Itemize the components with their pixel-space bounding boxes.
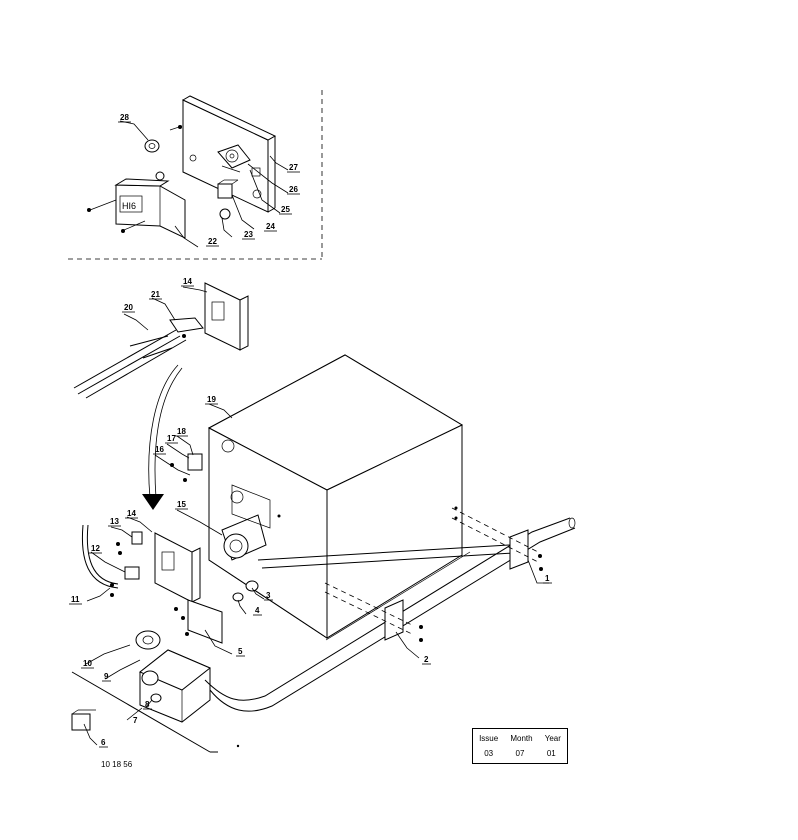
thermostat (187, 453, 203, 471)
callout-28: 28 (120, 113, 129, 122)
relay-block (217, 179, 239, 199)
thermocouple (81, 524, 119, 589)
sensor-clip (131, 531, 143, 545)
callout-14-upper: 14 (183, 277, 192, 286)
callout-13: 13 (110, 517, 119, 526)
issue-table-header: Issue Month Year (473, 734, 567, 743)
inset-small-parts (89, 125, 231, 231)
callout-9: 9 (104, 672, 109, 681)
mounting-bracket-1 (509, 529, 529, 570)
door-plate (231, 484, 271, 529)
month-value: 07 (515, 749, 525, 758)
gas-line (204, 517, 576, 712)
callout-26: 26 (289, 185, 298, 194)
burner-assembly (221, 514, 267, 561)
callout-22: 22 (208, 237, 217, 246)
callout-8: 8 (145, 700, 150, 709)
timer-module (217, 144, 251, 173)
callout-24: 24 (266, 222, 275, 231)
bracket-clip (124, 566, 140, 580)
callout-17: 17 (167, 434, 176, 443)
access-panel (187, 599, 223, 644)
knob (144, 139, 160, 153)
electrode-assembly (73, 317, 204, 399)
callout-27: 27 (289, 163, 298, 172)
callout-23: 23 (244, 230, 253, 239)
burner-bracket-lower (154, 532, 201, 603)
callout-6: 6 (101, 738, 106, 747)
issue-table: Issue Month Year 03 07 01 (472, 728, 568, 764)
callout-14-lower: 14 (127, 509, 136, 518)
screws (87, 125, 543, 748)
callout-10: 10 (83, 659, 92, 668)
callout-2: 2 (424, 655, 429, 664)
callout-15: 15 (177, 500, 186, 509)
year-value: 01 (546, 749, 556, 758)
mounting-bracket-2 (384, 599, 404, 641)
leader-lines (83, 120, 549, 746)
svg-text:HI6: HI6 (122, 201, 136, 211)
callout-18: 18 (177, 427, 186, 436)
assembly-arrow (142, 364, 183, 510)
callout-21: 21 (151, 290, 160, 299)
issue-value: 03 (484, 749, 494, 758)
issue-header: Issue (479, 734, 499, 743)
month-header: Month (510, 734, 533, 743)
callout-labels: 1 2 3 4 5 6 7 8 9 10 11 12 13 14 14 15 1… (71, 113, 550, 747)
callout-7: 7 (133, 716, 138, 725)
burner-bracket-upper (204, 282, 249, 351)
callout-16: 16 (155, 445, 164, 454)
inset-border (68, 90, 323, 260)
callout-20: 20 (124, 303, 133, 312)
year-header: Year (544, 734, 561, 743)
callout-12: 12 (91, 544, 100, 553)
solenoid (71, 709, 96, 731)
drawing-number: 10 18 56 (101, 760, 133, 769)
callout-25: 25 (281, 205, 290, 214)
callout-5: 5 (238, 647, 243, 656)
gas-valve (135, 630, 211, 723)
callout-1: 1 (545, 574, 550, 583)
callout-11: 11 (71, 595, 80, 604)
assembly-lines (71, 507, 541, 753)
water-heater-tank (207, 354, 471, 641)
small-fittings (232, 580, 259, 602)
issue-table-values: 03 07 01 (473, 749, 567, 758)
callout-underlines (69, 121, 552, 748)
display-housing: HI6 (114, 178, 186, 239)
callout-3: 3 (266, 591, 271, 600)
callout-4: 4 (255, 606, 260, 615)
callout-19: 19 (207, 395, 216, 404)
